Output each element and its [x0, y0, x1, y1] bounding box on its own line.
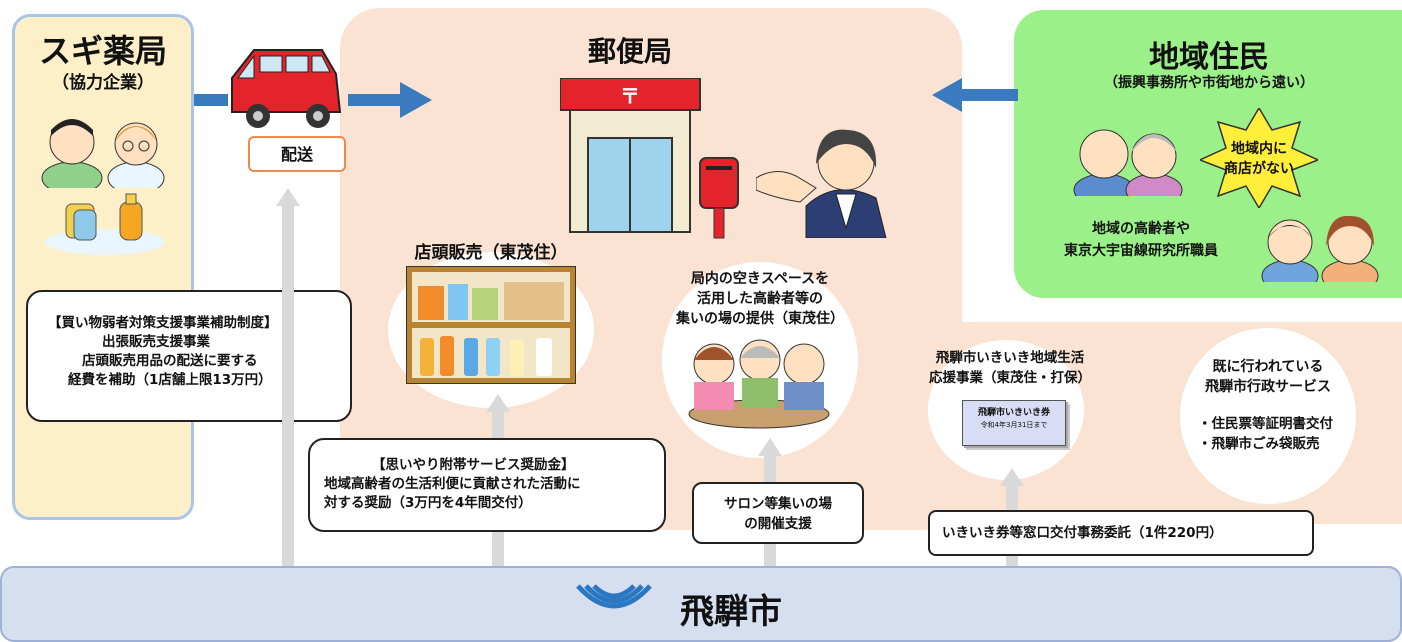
post-office-title: 郵便局: [587, 35, 672, 68]
delivery-label: 配送: [248, 136, 346, 172]
ticket-commission-box: いきいき券等窓口交付事務委託（1件220円）: [928, 510, 1314, 556]
space-line-3: 集いの場の提供（東茂住）: [676, 311, 844, 327]
residents-elderly-line-2: 東京大宇宙線研究所職員: [1064, 243, 1218, 259]
city-bar: [0, 566, 1402, 642]
bubble-line-1: 地域内に: [1231, 141, 1287, 157]
speech-bubble-icon: [1200, 108, 1318, 208]
omoiyari-line-1: 【思いやり附帯サービス奨励金】: [372, 457, 575, 473]
truck-flow-left: [194, 94, 228, 106]
subsidy-line-4: 経費を補助（1店舗上限13万円）: [68, 372, 272, 388]
storefront-title: 店頭販売（東茂住）: [414, 243, 568, 263]
delivery-truck-icon: [231, 49, 342, 128]
salon-line-2: の開催支援: [744, 516, 812, 532]
ikiiki-ticket-date: 令和4年3月31日まで: [980, 421, 1048, 429]
residents-pair-illustration: [1261, 215, 1379, 282]
admin-item-2: ・飛騨市ごみ袋販売: [1198, 436, 1320, 452]
omoiyari-line-3: 対する奨励（3万円を4年間交付）: [324, 495, 532, 511]
admin-services-circle: [1180, 328, 1356, 504]
arrow-from-residents: [932, 78, 1018, 112]
city-name: 飛騨市: [680, 592, 782, 632]
ikiiki-ticket-stack: 飛騨市いきいき券 令和4年3月31日まで: [962, 400, 1066, 446]
sugi-panel: [12, 14, 194, 520]
space-line-2: 活用した高齢者等の: [697, 291, 823, 307]
residents-elderly-line-1: 地域の高齢者や: [1092, 221, 1190, 237]
subsidy-line-2: 出張販売支援事業: [102, 334, 210, 350]
postal-clerk-illustration: [756, 129, 887, 238]
omoiyari-line-2: 地域高齢者の生活利便に貢献された活動に: [324, 476, 581, 492]
arrow-to-post-office: [348, 82, 432, 118]
subsidy-line-3: 店頭販売用品の配送に要する: [82, 353, 258, 369]
bubble-line-2: 商店がない: [1224, 161, 1294, 177]
subsidy-line-1: 【買い物弱者対策支援事業補助制度】: [48, 315, 278, 331]
residents-title: 地域住民: [1149, 40, 1269, 75]
sugi-title: スギ薬局: [38, 32, 167, 70]
store-shelf-illustration: [406, 266, 576, 384]
admin-title-2: 飛騨市行政サービス: [1205, 379, 1331, 395]
up-arrow-head-4: [1000, 468, 1024, 486]
up-arrow-head-3: [758, 438, 782, 456]
salon-line-1: サロン等集いの場: [724, 496, 832, 512]
ikiiki-ticket-label: 飛騨市いきいき券: [977, 408, 1050, 418]
seniors-gathering-illustration: [688, 339, 830, 429]
canned-goods-icon: [45, 193, 165, 255]
salon-box: サロン等集いの場 の開催支援: [692, 482, 864, 544]
space-line-1: 局内の空きスペースを: [690, 271, 830, 287]
up-arrow-shaft-1: [282, 204, 294, 576]
subsidy-box: 【買い物弱者対策支援事業補助制度】 出張販売支援事業 店頭販売用品の配送に要する…: [26, 290, 352, 422]
city-logo-icon: [576, 584, 652, 609]
up-arrow-head-2: [486, 394, 510, 412]
residents-subtitle: （振興事務所や市街地から遠い）: [1104, 75, 1314, 91]
admin-title-1: 既に行われている: [1212, 359, 1324, 375]
post-mark: 〒: [620, 84, 640, 108]
ticket-commission-text: いきいき券等窓口交付事務委託（1件220円）: [942, 525, 1223, 541]
post-office-building-icon: [560, 78, 739, 239]
sugi-subtitle: （協力企業）: [52, 73, 154, 93]
elderly-couple-illustration: [1073, 129, 1183, 196]
ikiiki-title-2: 応援事業（東茂住・打保）: [929, 370, 1091, 386]
up-arrow-head-1: [276, 188, 300, 206]
ikiiki-title-1: 飛騨市いきいき地域生活: [935, 350, 1085, 366]
admin-item-1: ・住民票等証明書交付: [1198, 416, 1333, 432]
omoiyari-box: 【思いやり附帯サービス奨励金】 地域高齢者の生活利便に貢献された活動に 対する奨…: [308, 438, 666, 532]
pharmacy-staff-illustration: [41, 119, 165, 188]
